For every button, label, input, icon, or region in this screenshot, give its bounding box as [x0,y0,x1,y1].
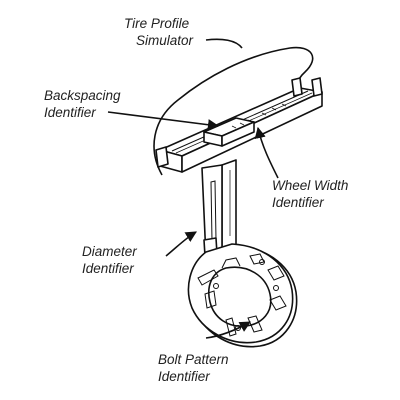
arrow-wheel-width [254,126,279,179]
callout-tire-profile-simulator: Tire Profile Simulator [124,16,194,48]
bolt-slot [197,269,219,286]
label-line: Wheel Width [272,178,348,193]
bolt-slot [247,315,263,333]
callout-diameter-identifier: Diameter Identifier [82,244,137,276]
diameter-stem [201,159,237,259]
label-line: Identifier [272,195,324,210]
callout-backspacing-identifier: Backspacing Identifier [44,88,121,120]
arrow-bolt-pattern [205,321,251,339]
callout-wheel-width-identifier: Wheel Width Identifier [272,178,348,210]
width-bar [155,77,323,173]
bolt-slot [269,295,287,311]
label-line: Identifier [158,369,210,384]
arrow-diameter [165,231,197,257]
bolt-slot [225,317,237,337]
label-line: Tire Profile [124,16,189,31]
leader-lines [107,38,279,339]
label-line: Simulator [136,33,194,48]
bolt-pattern-disc [187,243,298,348]
label-line: Identifier [44,105,96,120]
bolt-slot [204,290,217,309]
leader-tire-profile [205,38,243,49]
bolt-slot [267,265,285,281]
label-line: Backspacing [44,88,121,103]
label-line: Bolt Pattern [158,352,229,367]
tire-profile-cord [153,46,314,176]
arrow-backspacing [107,111,220,131]
label-line: Diameter [82,244,137,259]
label-line: Identifier [82,261,134,276]
callout-bolt-pattern-identifier: Bolt Pattern Identifier [158,352,229,384]
